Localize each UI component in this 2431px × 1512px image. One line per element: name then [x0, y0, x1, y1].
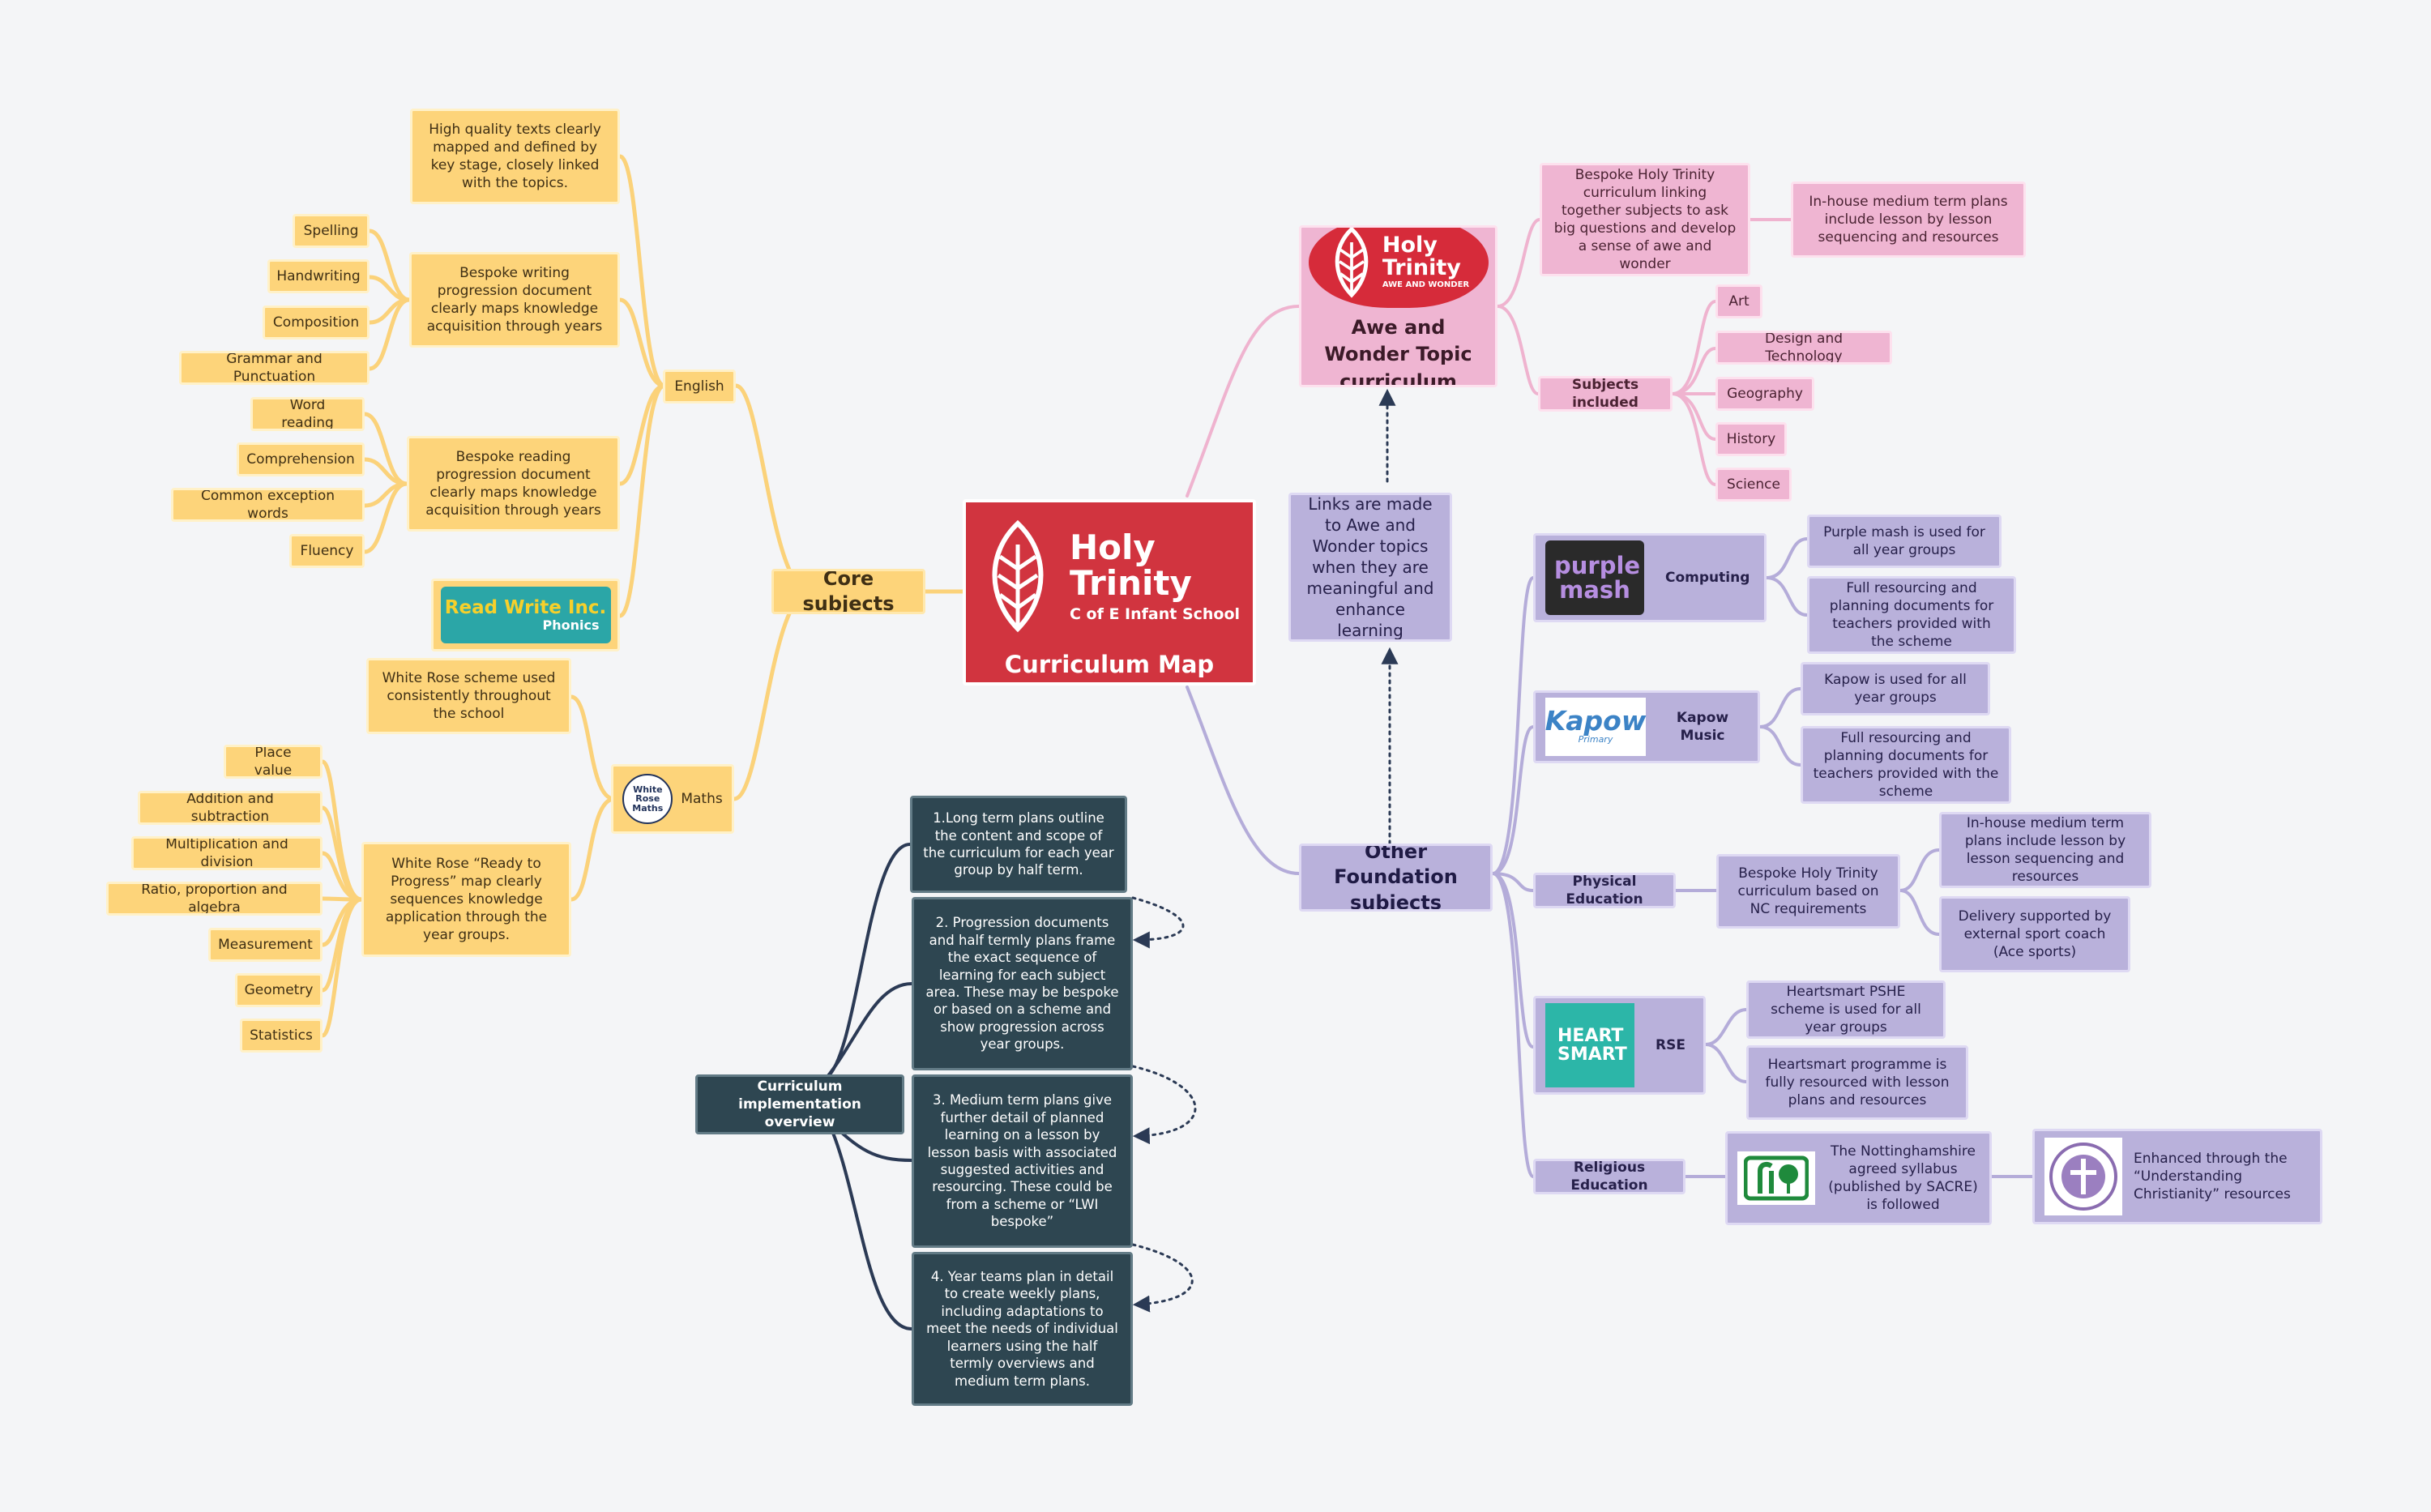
maths-item-statistics[interactable]: Statistics	[240, 1019, 323, 1053]
writing-progression-node[interactable]: Bespoke writing progression document cle…	[409, 252, 620, 348]
leaf-emblem-icon	[1335, 228, 1369, 298]
leaf-emblem-icon	[992, 520, 1044, 633]
purple-mash-logo: purple mash	[1545, 540, 1644, 615]
pe-bespoke-node[interactable]: Bespoke Holy Trinity curriculum based on…	[1716, 854, 1900, 929]
ready-to-progress-node[interactable]: White Rose “Ready to Progress” map clear…	[361, 842, 571, 957]
subject-design-technology[interactable]: Design and Technology	[1715, 331, 1892, 365]
awe-inhouse-node[interactable]: In-house medium term plans include lesso…	[1791, 182, 2026, 258]
kapow-logo: Kapow Primary	[1545, 698, 1646, 756]
high-quality-texts-node[interactable]: High quality texts clearly mapped and de…	[410, 109, 620, 204]
understanding-christianity-node[interactable]: Enhanced through the “Understanding Chri…	[2032, 1129, 2322, 1224]
reading-item-comprehension[interactable]: Comprehension	[237, 442, 365, 476]
subject-art[interactable]: Art	[1715, 284, 1762, 318]
school-subtitle: C of E Infant School	[1069, 604, 1241, 623]
english-node[interactable]: English	[663, 369, 736, 404]
writing-item-composition[interactable]: Composition	[263, 305, 370, 340]
maths-item-measurement[interactable]: Measurement	[208, 928, 323, 962]
subjects-included-node[interactable]: Subjects included	[1538, 376, 1673, 412]
central-caption: Curriculum Map	[1004, 651, 1215, 678]
maths-item-geometry[interactable]: Geometry	[235, 973, 323, 1007]
awe-wonder-logo: Holy Trinity AWE AND WONDER	[1308, 228, 1489, 308]
kapow-music-node[interactable]: Kapow Primary Kapow Music	[1533, 690, 1760, 763]
pe-detail-2[interactable]: Delivery supported by external sport coa…	[1939, 896, 2130, 972]
oak-tree-icon	[1744, 1155, 1809, 1201]
read-write-inc-logo-node[interactable]: Read Write Inc. Phonics	[431, 579, 620, 651]
central-topic[interactable]: Holy Trinity C of E Infant School Curric…	[963, 499, 1256, 686]
computing-node[interactable]: purple mash Computing	[1533, 533, 1767, 622]
heart-smart-logo: HEART SMART	[1545, 1003, 1634, 1087]
read-write-inc-logo: Read Write Inc. Phonics	[440, 587, 611, 643]
reading-item-word-reading[interactable]: Word reading	[250, 397, 365, 431]
maths-item-place-value[interactable]: Place value	[224, 745, 323, 779]
maths-node[interactable]: White Rose Maths Maths	[611, 764, 734, 834]
awe-bespoke-node[interactable]: Bespoke Holy Trinity curriculum linking …	[1540, 163, 1750, 276]
reading-progression-node[interactable]: Bespoke reading progression document cle…	[407, 436, 620, 532]
links-note-node[interactable]: Links are made to Awe and Wonder topics …	[1288, 493, 1452, 642]
computing-detail-2[interactable]: Full resourcing and planning documents f…	[1807, 576, 2016, 654]
maths-item-multiplication[interactable]: Multiplication and division	[131, 836, 323, 870]
writing-item-grammar[interactable]: Grammar and Punctuation	[179, 351, 370, 385]
subject-history[interactable]: History	[1715, 422, 1787, 456]
cross-emblem-icon	[2049, 1143, 2117, 1211]
rse-detail-1[interactable]: Heartsmart PSHE scheme is used for all y…	[1746, 980, 1946, 1039]
maths-item-ratio[interactable]: Ratio, proportion and algebra	[106, 882, 323, 916]
implementation-step-2[interactable]: 2. Progression documents and half termly…	[912, 897, 1133, 1070]
computing-detail-1[interactable]: Purple mash is used for all year groups	[1807, 515, 2002, 568]
kapow-detail-2[interactable]: Full resourcing and planning documents f…	[1801, 726, 2011, 804]
white-rose-maths-logo: White Rose Maths	[622, 774, 673, 824]
pe-detail-1[interactable]: In-house medium term plans include lesso…	[1939, 812, 2151, 888]
subject-geography[interactable]: Geography	[1715, 377, 1814, 411]
understanding-christianity-logo	[2044, 1138, 2122, 1215]
implementation-overview-node[interactable]: Curriculum implementation overview	[695, 1074, 904, 1134]
core-subjects-node[interactable]: Core subjects	[771, 569, 925, 614]
other-foundation-node[interactable]: Other Foundation subjects	[1299, 844, 1493, 912]
religious-education-node[interactable]: Religious Education	[1533, 1159, 1685, 1194]
maths-item-addition[interactable]: Addition and subtraction	[138, 791, 323, 825]
reading-item-fluency[interactable]: Fluency	[289, 534, 365, 568]
writing-item-handwriting[interactable]: Handwriting	[267, 259, 370, 293]
awe-wonder-node[interactable]: Holy Trinity AWE AND WONDER Awe and Wond…	[1299, 225, 1497, 387]
implementation-step-1[interactable]: 1.Long term plans outline the content an…	[910, 796, 1127, 893]
reading-item-common-exception-words[interactable]: Common exception words	[171, 488, 365, 522]
rse-detail-2[interactable]: Heartsmart programme is fully resourced …	[1746, 1045, 1968, 1120]
nottinghamshire-logo	[1737, 1151, 1815, 1205]
white-rose-scheme-node[interactable]: White Rose scheme used consistently thro…	[366, 658, 571, 734]
nottinghamshire-syllabus-node[interactable]: The Nottinghamshire agreed syllabus (pub…	[1725, 1131, 1992, 1225]
writing-item-spelling[interactable]: Spelling	[293, 214, 370, 248]
rse-node[interactable]: HEART SMART RSE	[1533, 996, 1706, 1095]
implementation-step-3[interactable]: 3. Medium term plans give further detail…	[912, 1074, 1133, 1248]
school-name: Holy Trinity	[1069, 527, 1192, 603]
kapow-detail-1[interactable]: Kapow is used for all year groups	[1801, 662, 1990, 715]
implementation-step-4[interactable]: 4. Year teams plan in detail to create w…	[912, 1252, 1133, 1406]
central-logo: Holy Trinity C of E Infant School	[979, 520, 1240, 634]
subject-science[interactable]: Science	[1715, 468, 1792, 502]
physical-education-node[interactable]: Physical Education	[1533, 873, 1676, 908]
